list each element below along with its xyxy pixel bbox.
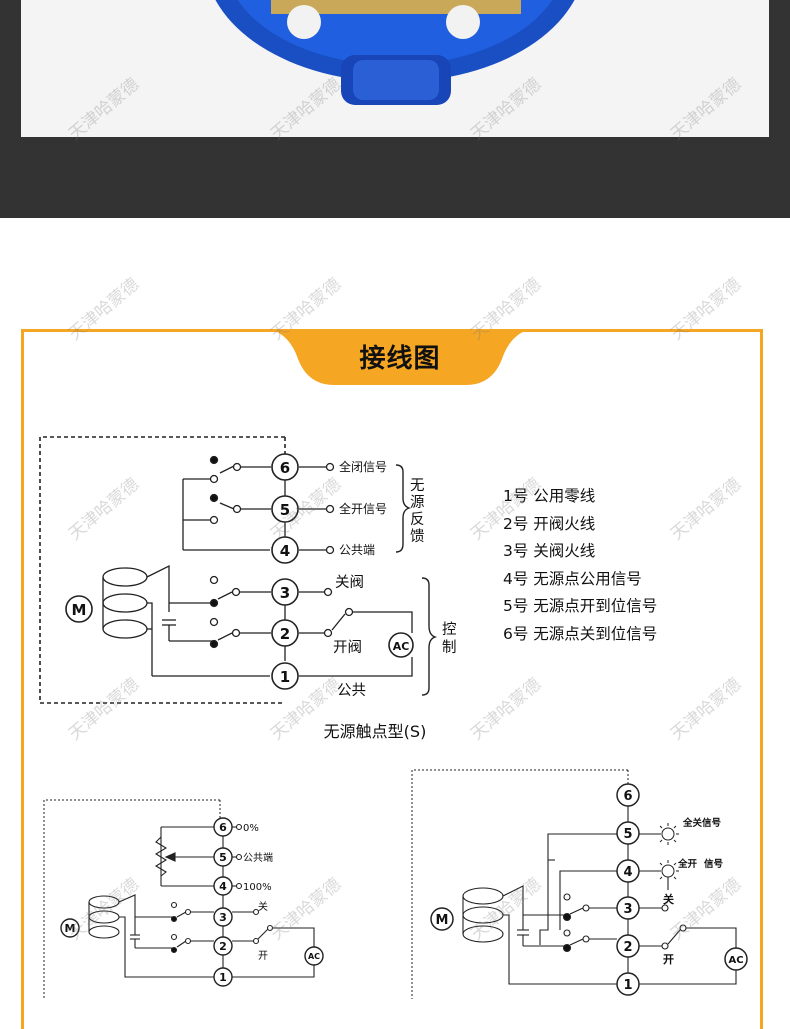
feedback-bracket-char-1: 无: [410, 478, 425, 494]
lamp-terminal-5: [616, 821, 640, 845]
lamp-terminal-1-label: 1: [623, 978, 632, 993]
main-motor-label: M: [72, 601, 87, 619]
main-terminal-5-label: 5: [280, 501, 290, 519]
pot-terminal-5: [213, 847, 233, 867]
pot-terminal-1: [213, 967, 233, 987]
main-terminal-5: [271, 495, 299, 523]
lamp-terminal-6-label: 6: [623, 789, 632, 804]
main-ac-circle: [388, 632, 414, 658]
main-terminal-2-label: 2: [280, 625, 290, 643]
lamp-motor-label: M: [436, 913, 449, 928]
pot-terminal-5-label: 5: [219, 851, 227, 864]
lamp-ac-label: AC: [728, 955, 743, 966]
legend-row: 1号 公用零线: [503, 487, 596, 505]
control-bracket-char-1: 控: [442, 621, 457, 638]
pot-zero-label: 0%: [243, 823, 259, 834]
pot-close-label: 关: [258, 900, 268, 913]
feedback-bracket-char-2: 源: [410, 494, 425, 511]
pot-terminal-4-label: 4: [219, 880, 227, 893]
valve-flange-image: [215, 0, 575, 105]
title-tab: [270, 329, 530, 385]
main-terminal-1-label: 1: [280, 668, 290, 686]
lamp-signal-wiring-diagram: 6 5 4 3 2 1 M AC 全关信号 全开 信号 关 开: [411, 769, 748, 999]
legend-row: 2号 开阀火线: [503, 514, 596, 533]
pot-terminal-2: [213, 936, 233, 956]
main-terminal-1: [271, 662, 299, 690]
main-wiring-diagram: 6 5 4 3 2 1 M AC 全闭信号 全开信号 公共端 关阀 开阀 公共 …: [39, 436, 457, 704]
close-valve-label: 关阀: [335, 574, 364, 591]
pot-terminal-1-label: 1: [219, 971, 227, 984]
main-terminal-3: [271, 578, 299, 606]
feedback-bracket-char-4: 馈: [410, 528, 425, 545]
enclosure-dashed: [39, 436, 285, 704]
lamp-motor-circle: [430, 907, 454, 931]
lamp-terminal-2-label: 2: [623, 940, 632, 955]
pot-terminal-6-label: 6: [219, 821, 227, 834]
pot-terminal-6: [213, 817, 233, 837]
pot-open-label: 开: [258, 951, 268, 962]
pot-ac-circle: [304, 946, 324, 966]
product-photo: [21, 0, 769, 137]
main-motor-circle: [65, 595, 93, 623]
legend-row: 5号 无源点开到位信号: [503, 597, 658, 615]
pot-terminal-3: [213, 907, 233, 927]
lamp-terminal-5-label: 5: [623, 827, 632, 842]
lamp-terminal-3-label: 3: [623, 902, 632, 917]
signal-label: 信号: [704, 858, 724, 870]
legend-row: 3号 关阀火线: [503, 542, 596, 560]
feedback-bracket-char-3: 反: [410, 511, 425, 528]
legend-row: 4号 无源点公用信号: [503, 569, 642, 588]
pot-motor-circle: [60, 918, 80, 938]
control-bracket-char-2: 制: [442, 639, 457, 656]
pot-ac-label: AC: [308, 952, 320, 961]
lamp-terminal-6: [616, 783, 640, 807]
open-valve-label: 开阀: [333, 639, 362, 656]
main-diagram-caption: 无源触点型(S): [323, 722, 427, 741]
pot-terminal-2-label: 2: [219, 940, 227, 953]
lamp-terminal-3: [616, 896, 640, 920]
pot-terminal-4: [213, 876, 233, 896]
legend-row: 6号 无源点关到位信号: [503, 624, 658, 643]
main-terminal-4-label: 4: [280, 542, 290, 560]
potentiometer-wiring-diagram: 6 5 4 3 2 1 M AC 0% 公共端 100% 关 开: [43, 799, 324, 999]
main-terminal-2: [271, 619, 299, 647]
all-close-signal-label: 全关信号: [682, 817, 722, 829]
lamp-ac-circle: [724, 947, 748, 971]
section-title: 接线图: [359, 344, 441, 374]
pot-common-label: 公共端: [243, 851, 273, 864]
open-signal-label: 全开信号: [339, 501, 387, 516]
lamp-terminal-4-label: 4: [623, 865, 632, 880]
lamp-terminal-2: [616, 934, 640, 958]
lamp-open-label: 开: [663, 953, 674, 966]
lamp-terminal-1: [616, 972, 640, 996]
main-terminal-3-label: 3: [280, 584, 290, 602]
pot-motor-label: M: [65, 922, 76, 935]
main-terminal-6: [271, 453, 299, 481]
main-ac-label: AC: [393, 640, 410, 653]
lamp-terminal-4: [616, 859, 640, 883]
all-open-label: 全开: [677, 858, 698, 870]
common-label: 公共: [337, 682, 366, 699]
common-end-label: 公共端: [339, 543, 375, 557]
main-terminal-6-label: 6: [280, 459, 290, 477]
lamp-close-label: 关: [663, 892, 674, 906]
pot-hundred-label: 100%: [243, 882, 272, 893]
pot-terminal-3-label: 3: [219, 911, 227, 924]
main-terminal-4: [271, 536, 299, 564]
terminal-legend: 1号 公用零线 2号 开阀火线 3号 关阀火线 4号 无源点公用信号 5号 无源…: [503, 484, 733, 649]
close-signal-label: 全闭信号: [339, 459, 387, 474]
